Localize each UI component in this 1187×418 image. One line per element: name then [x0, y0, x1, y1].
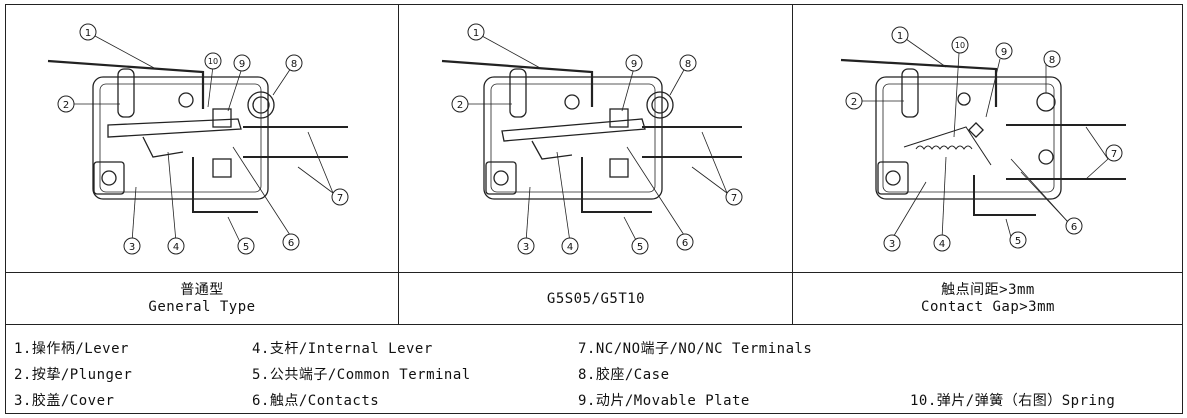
- callout-9: 9: [631, 59, 637, 70]
- panel-divider-2: [792, 4, 793, 324]
- switch-drawing-g5s05: 1 2 3 4 5 6 7 8 9: [441, 23, 743, 255]
- terminal-common: [192, 157, 258, 213]
- callout-2: 2: [851, 97, 857, 108]
- callout-1: 1: [85, 28, 91, 39]
- mounting-hole-bottom: [101, 170, 117, 186]
- legend-item-common-terminal: 5.公共端子/Common Terminal: [252, 367, 471, 383]
- caption-contact-gap-en: Contact Gap>3mm: [921, 299, 1055, 315]
- callout-8: 8: [685, 59, 691, 70]
- callout-3: 3: [889, 239, 895, 250]
- caption-general-en: General Type: [148, 299, 256, 315]
- callout-5: 5: [243, 242, 249, 253]
- callout-7: 7: [1111, 149, 1117, 160]
- switch-drawing-contact-gap: 1 2 3 4 5 6 7 8 9 10: [840, 26, 1126, 252]
- mounting-hole-top: [247, 91, 275, 119]
- callout-10: 10: [955, 41, 965, 50]
- legend-item-movable-plate: 9.动片/Movable Plate: [578, 393, 750, 409]
- callout-7: 7: [337, 193, 343, 204]
- legend-item-contacts: 6.触点/Contacts: [252, 393, 380, 409]
- contact-block-top: [212, 108, 232, 128]
- actuator-lever: [47, 59, 205, 109]
- callout-4: 4: [939, 239, 945, 250]
- caption-general: 普通型 General Type: [6, 274, 398, 324]
- callout-6: 6: [288, 238, 294, 249]
- drawing-caption-divider: [5, 272, 1183, 273]
- caption-g5s05-en: G5S05/G5T10: [546, 290, 646, 307]
- legend-item-case: 8.胶座/Case: [578, 367, 670, 383]
- internal-lever: [142, 136, 184, 158]
- callout-3: 3: [129, 242, 135, 253]
- callout-3: 3: [523, 242, 529, 253]
- mounting-boss: [93, 161, 125, 195]
- callout-5: 5: [1015, 236, 1021, 247]
- callout-2: 2: [63, 100, 69, 111]
- mounting-hole-top-inner: [252, 96, 270, 114]
- contact-block-bottom: [212, 158, 232, 178]
- diagram-frame: [5, 4, 1183, 414]
- caption-general-zh: 普通型: [180, 282, 224, 298]
- callout-2: 2: [457, 100, 463, 111]
- callout-8: 8: [1049, 55, 1055, 66]
- callout-4: 4: [567, 242, 573, 253]
- callout-5: 5: [637, 242, 643, 253]
- caption-g5s05: G5S05/G5T10: [400, 274, 792, 324]
- callout-10: 10: [208, 57, 218, 66]
- caption-contact-gap-zh: 触点间距>3mm: [941, 282, 1035, 298]
- legend-item-internal-lever: 4.支杆/Internal Lever: [252, 341, 433, 357]
- case-inner-outline: [99, 83, 262, 193]
- case-outline: [92, 76, 269, 200]
- callout-1: 1: [897, 31, 903, 42]
- legend-item-spring: 10.弹片/弹簧（右图）Spring: [910, 393, 1116, 409]
- pivot-hole: [178, 92, 194, 108]
- callout-6: 6: [1071, 222, 1077, 233]
- legend-item-lever: 1.操作柄/Lever: [14, 341, 129, 357]
- panel-divider-1: [398, 4, 399, 324]
- callout-9: 9: [1001, 47, 1007, 58]
- callout-6: 6: [682, 238, 688, 249]
- plunger: [117, 68, 135, 118]
- legend-item-plunger: 2.按挚/Plunger: [14, 367, 133, 383]
- caption-legend-divider: [5, 324, 1183, 325]
- callout-9: 9: [239, 59, 245, 70]
- spring: [915, 145, 973, 150]
- caption-contact-gap: 触点间距>3mm Contact Gap>3mm: [794, 274, 1182, 324]
- callout-4: 4: [173, 242, 179, 253]
- switch-drawing-general: 1 2 3 4 5 6 7 8 9 10: [47, 23, 349, 255]
- callout-8: 8: [291, 59, 297, 70]
- callout-7: 7: [731, 193, 737, 204]
- legend-item-cover: 3.胶盖/Cover: [14, 393, 115, 409]
- movable-plate: [107, 118, 242, 138]
- legend-item-terminals: 7.NC/NO端子/NO/NC Terminals: [578, 341, 813, 357]
- callout-1: 1: [473, 28, 479, 39]
